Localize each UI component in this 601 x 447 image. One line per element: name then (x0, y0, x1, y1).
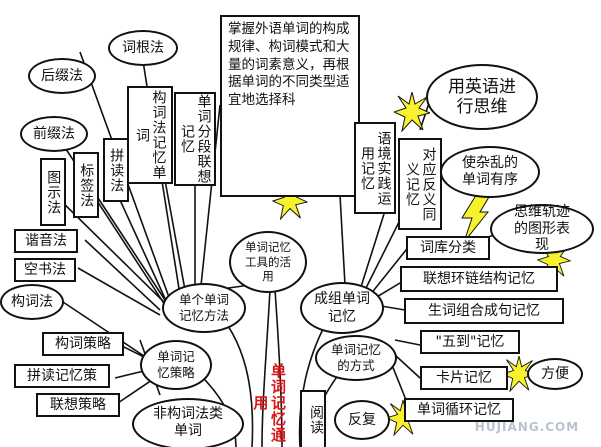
cloud-repeat-partial: 反复 (334, 400, 390, 440)
lightning-icon (461, 192, 492, 242)
cloud-orderly: 使杂乱的单词有序 (440, 146, 540, 198)
box-context-practice: 语境实践运用记忆 (354, 122, 396, 214)
box-association-strategy: 联想策略 (36, 393, 120, 417)
box-air-writing: 空书法 (14, 258, 76, 282)
cloud-non-formation: 非构词法类单词 (132, 398, 244, 447)
hub-ways: 单词记忆的方式 (315, 335, 397, 381)
hub-strategy: 单词记忆策略 (140, 340, 212, 390)
starburst-icon (502, 356, 536, 392)
box-spelling-strategy: 拼读记忆策 (14, 364, 110, 388)
box-tag-method: 标签法 (73, 152, 99, 218)
starburst-icon (394, 92, 430, 132)
box-formation-strategy: 构词策略 (42, 332, 124, 356)
cloud-convenient: 方便 (527, 358, 583, 390)
watermark: HUJIANG.COM (474, 419, 580, 434)
box-sentence-memory: 生词组合成句记忆 (404, 298, 564, 324)
box-segment-association: 单词分段联想记忆 (174, 92, 216, 186)
cloud-root-method: 词根法 (108, 30, 178, 66)
intro-text-box: 掌握外语单词的构成规律、构词模式和大量的词素意义，再根据单词的不同类型适宜地选择… (220, 15, 360, 197)
center-title: 单词记忆通用 (251, 362, 287, 443)
cloud-word-formation: 构词法 (0, 284, 64, 320)
box-spelling-method: 拼读法 (103, 138, 129, 202)
box-card-memory: 卡片记忆 (420, 366, 508, 390)
box-cycle-memory: 单词循环记忆 (404, 398, 514, 422)
cloud-suffix-method: 后缀法 (28, 58, 96, 94)
box-five-to: "五到"记忆 (420, 330, 520, 354)
box-chain-association: 联想环链结构记忆 (400, 266, 558, 292)
hub-tools: 单词记忆工具的活用 (229, 231, 307, 293)
cloud-prefix-method: 前缀法 (20, 116, 88, 152)
box-formation-memory: 构词法记忆单词 (127, 86, 173, 184)
hub-single-word: 单个单词记忆方法 (162, 283, 246, 333)
cloud-graphic-thinking: 思维轨迹的图形表现 (490, 204, 594, 254)
box-picture-method: 图示法 (40, 158, 66, 226)
box-synonym-antonym: 对应反义同义记忆 (398, 138, 442, 230)
box-homophone: 谐音法 (14, 229, 78, 253)
cloud-think-english: 用英语进行思维 (426, 64, 538, 130)
hub-group-words: 成组单词记忆 (300, 282, 384, 334)
box-read-partial: 阅读 (300, 390, 326, 447)
box-word-classify: 词库分类 (406, 236, 490, 260)
